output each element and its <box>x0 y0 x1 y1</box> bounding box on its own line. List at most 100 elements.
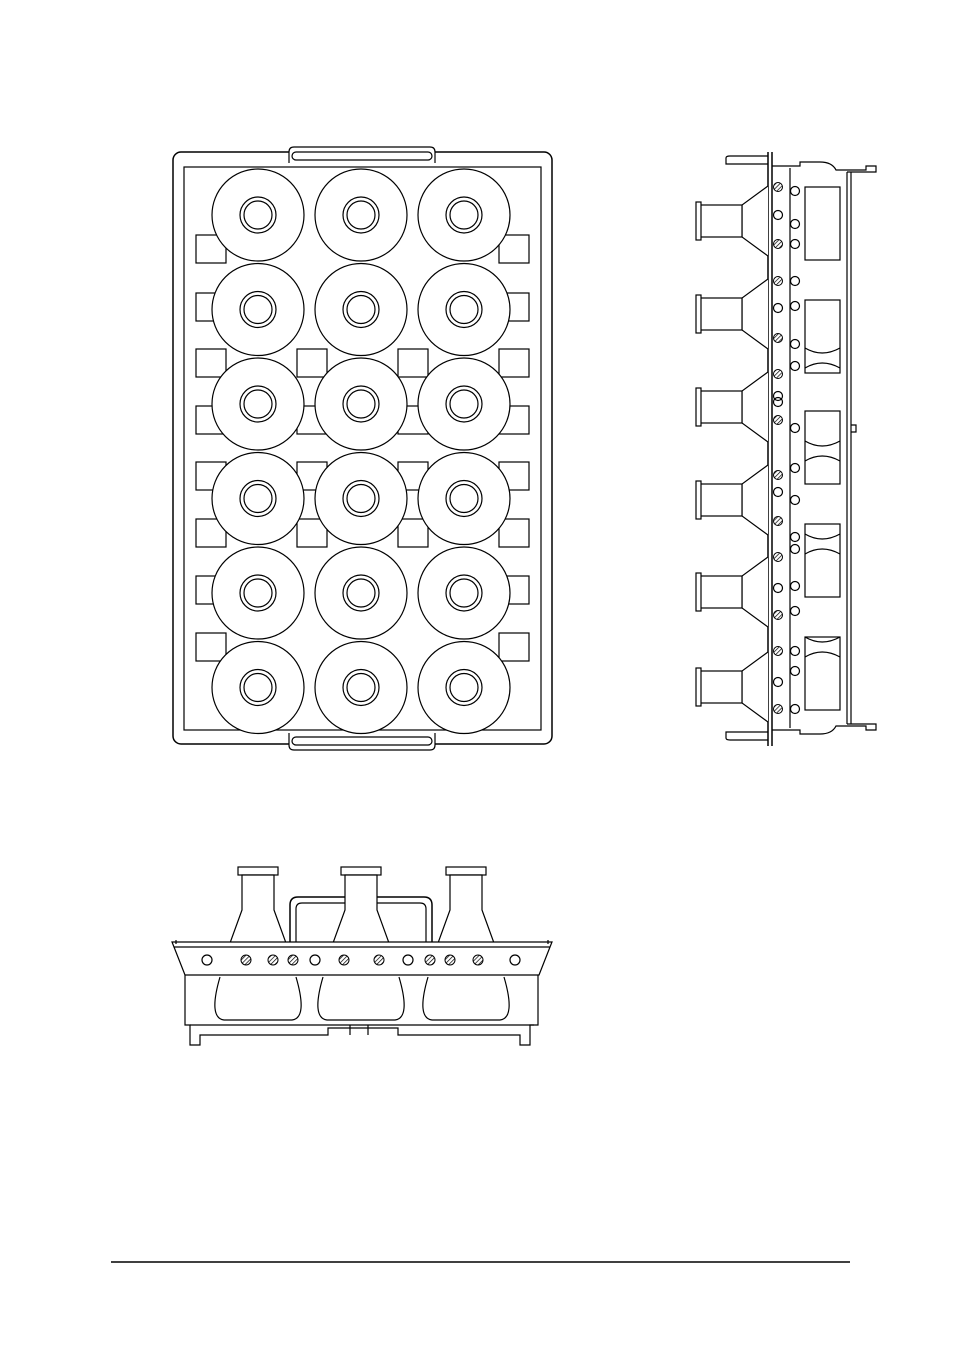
bottom-handle <box>289 733 435 750</box>
side-flasks <box>696 186 768 722</box>
side-window-clip <box>805 348 840 368</box>
side-flask-lip <box>696 388 701 426</box>
clamp-block <box>499 633 529 661</box>
side-hole-hatched <box>774 705 783 714</box>
clamp-block <box>196 349 226 377</box>
flask-holder-ring <box>212 169 304 261</box>
side-hole-open <box>774 398 783 407</box>
front-hole-open <box>310 955 320 965</box>
side-hole-hatched <box>774 240 783 249</box>
front-flask-top <box>230 875 286 943</box>
side-hole-hatched <box>774 416 783 425</box>
side-flask-neck <box>700 671 742 703</box>
side-view <box>696 152 876 746</box>
front-hole-hatched <box>473 955 483 965</box>
side-flask-body <box>742 557 768 627</box>
flask-holder-ring <box>315 264 407 356</box>
side-hole-open <box>774 211 783 220</box>
side-hole-open <box>791 424 800 433</box>
side-hole-hatched <box>774 334 783 343</box>
side-flask-neck <box>700 391 742 423</box>
side-window-clip <box>805 637 840 657</box>
side-hole-open <box>791 667 800 676</box>
flask-holder-ring <box>315 358 407 450</box>
side-flask-neck <box>700 576 742 608</box>
side-window <box>805 411 840 484</box>
flask-holder-ring <box>315 642 407 734</box>
front-hole-hatched <box>241 955 251 965</box>
side-bottom-bracket <box>772 724 876 734</box>
side-hole-hatched <box>774 517 783 526</box>
side-flask-neck <box>700 484 742 516</box>
top-view <box>173 147 552 750</box>
flask-holder-ring <box>315 453 407 545</box>
side-hole-hatched <box>774 370 783 379</box>
front-hole-hatched <box>425 955 435 965</box>
side-hole-open <box>791 705 800 714</box>
side-hole-open <box>791 220 800 229</box>
side-top-foot-left <box>726 156 768 164</box>
side-hole-open <box>791 496 800 505</box>
front-view <box>172 867 552 1045</box>
flask-holder-ring <box>418 169 510 261</box>
front-flask-bottom <box>423 977 509 1020</box>
side-flask-lip <box>696 573 701 611</box>
flask-holder-ring <box>418 453 510 545</box>
side-hole-open <box>791 240 800 249</box>
side-hole-hatched <box>774 647 783 656</box>
flask-holder-ring <box>212 642 304 734</box>
clamp-block <box>398 519 428 547</box>
side-mid-tab <box>851 425 856 432</box>
flask-holder-ring <box>418 358 510 450</box>
side-hole-open <box>791 647 800 656</box>
front-flask-bottom <box>215 977 301 1020</box>
front-flask-bottom <box>318 977 404 1020</box>
flask-holder-ring <box>212 264 304 356</box>
side-bottom-foot-left <box>726 732 768 740</box>
side-windows <box>805 187 840 710</box>
side-hole-open <box>791 302 800 311</box>
front-rail-body <box>174 947 550 975</box>
flask-holders <box>212 169 510 734</box>
side-hole-hatched <box>774 277 783 286</box>
side-flask-body <box>742 652 768 722</box>
front-flask-lip <box>238 867 278 875</box>
clamp-block <box>499 349 529 377</box>
front-hole-hatched <box>268 955 278 965</box>
side-hole-open <box>791 545 800 554</box>
front-base <box>185 975 538 1045</box>
side-hole-open <box>791 533 800 542</box>
side-hole-hatched <box>774 471 783 480</box>
front-hole-hatched <box>445 955 455 965</box>
front-hole-open <box>202 955 212 965</box>
side-hole-open <box>791 187 800 196</box>
front-hole-hatched <box>339 955 349 965</box>
front-flask-lip <box>341 867 381 875</box>
clamp-block <box>196 633 226 661</box>
flask-holder-ring <box>418 264 510 356</box>
side-hole-hatched <box>774 553 783 562</box>
side-hole-open <box>774 488 783 497</box>
side-top-bracket <box>772 162 876 172</box>
flask-holder-ring <box>212 547 304 639</box>
side-hole-open <box>791 277 800 286</box>
side-flask-lip <box>696 202 701 240</box>
front-hole-open <box>403 955 413 965</box>
front-flask-top <box>438 875 494 943</box>
flask-holder-ring <box>418 642 510 734</box>
side-hole-open <box>774 304 783 313</box>
side-flask-lip <box>696 295 701 333</box>
front-flask-top <box>333 875 389 943</box>
front-top-rail <box>172 942 552 947</box>
side-window <box>805 187 840 260</box>
side-hole-hatched <box>774 183 783 192</box>
clamp-block <box>398 349 428 377</box>
front-holes <box>202 955 520 965</box>
side-hole-open <box>791 362 800 371</box>
front-hole-open <box>510 955 520 965</box>
flask-holder-ring <box>315 547 407 639</box>
flask-holder-ring <box>212 453 304 545</box>
side-hole-open <box>791 582 800 591</box>
side-flask-lip <box>696 668 701 706</box>
